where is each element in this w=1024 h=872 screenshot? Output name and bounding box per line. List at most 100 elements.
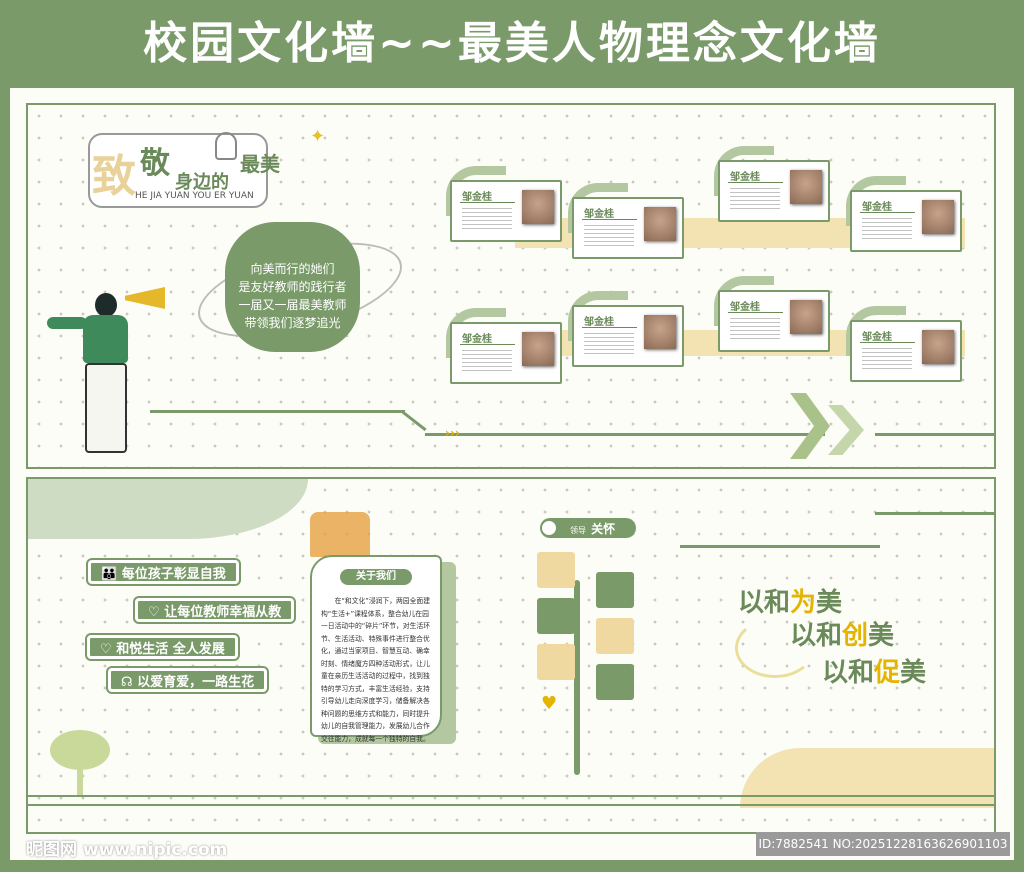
teacher-name: 邹金桂 [462,334,492,345]
card-body: 邹金桂 [450,322,562,384]
about-heading: 关于我们 [340,569,412,585]
card-text [730,188,780,212]
circle-decor [735,618,815,678]
teacher-icon [215,132,237,160]
tree-trunk [77,765,83,795]
heart-hand-icon: ♡ [100,642,112,657]
timeline-line [875,433,995,436]
card-body: 邹金桂 [850,190,962,252]
heart-icon: ♡ [148,605,160,620]
motto-line: 以和创美 [790,615,894,652]
motto-highlight: 创 [842,621,869,651]
card-divider [582,327,637,328]
motto-highlight: 促 [874,658,901,688]
value-tag: ☊ 以爱育爱，一路生花 [108,668,268,692]
people-icon [542,521,556,535]
card-text [730,318,780,342]
header-char-big: 致 [92,151,136,202]
sand-hill [740,748,994,808]
value-tag-label: 让每位教师幸福从教 [164,605,282,620]
slogan-line: 是友好教师的践行者 [238,280,347,294]
teacher-name: 邹金桂 [730,172,760,183]
card-text [584,333,634,357]
value-tag-label: 和悦生活 全人发展 [116,642,225,657]
card-text [462,208,512,232]
card-divider [860,212,915,213]
motto-c: 美 [868,621,895,651]
value-tag-label: 每位孩子彰显自我 [121,567,226,582]
header-best: 最美 [240,152,280,176]
card-divider [582,219,637,220]
mountain-line [680,545,880,548]
photo-slot [596,572,634,608]
timeline-line [425,433,825,436]
teacher-photo [790,170,822,204]
mountain-peak [875,512,995,547]
card-body: 邹金桂 [572,305,684,367]
teacher-name: 邹金桂 [730,302,760,313]
card-divider [460,202,515,203]
watermark-id: ID:7882541 NO:20251228163626901103 [756,832,1010,856]
teacher-photo [922,200,954,234]
card-body: 邹金桂 [718,160,830,222]
value-tag: ♡ 让每位教师幸福从教 [135,598,295,622]
heart-icon: ♥ [541,693,558,714]
headset-icon: ☊ [121,675,133,690]
ground-line [28,795,994,797]
photo-slot [537,644,575,680]
teacher-name: 邹金桂 [584,209,614,220]
timeline-line [150,410,405,413]
leader-big: 关怀 [591,522,616,536]
card-divider [728,312,783,313]
motto-a: 以和 [822,658,875,688]
card-divider [460,344,515,345]
about-card: 关于我们 在“和文化”浸润下，两园全面建构“生活+”课程体系，整合幼儿在园一日活… [310,555,442,743]
teacher-name: 邹金桂 [862,202,892,213]
card-text [584,225,634,249]
header-badge [88,133,268,208]
teacher-photo [790,300,822,334]
motto-c: 美 [900,658,927,688]
card-body: 邹金桂 [572,197,684,259]
plant-stem [574,580,580,775]
photo-slot [596,664,634,700]
slogan-line: 带领我们逐梦追光 [244,316,341,330]
motto-highlight: 为 [790,588,817,618]
slogan-line: 向美而行的她们 [250,262,335,276]
motto-c: 美 [816,588,843,618]
photo-slot [596,618,634,654]
teacher-photo [644,207,676,241]
card-text [862,218,912,242]
teacher-photo [522,332,554,366]
kids-illustration [310,512,370,557]
header-pinyin: HE JIA YUAN YOU ER YUAN [135,191,254,201]
motto-line: 以和为美 [738,582,842,619]
card-body: 邹金桂 [718,290,830,352]
motto-a: 以和 [790,621,843,651]
card-body: 邹金桂 [850,320,962,382]
person-megaphone-illustration [47,285,175,470]
tree-icon [50,730,110,770]
card-text [862,348,912,372]
teacher-photo [922,330,954,364]
teacher-name: 邹金桂 [584,317,614,328]
value-tag: 👪 每位孩子彰显自我 [88,560,239,584]
people-icon: 👪 [101,567,118,582]
sparkle-icon: ✦ [310,126,326,147]
header-char-mid: 敬 [140,146,170,181]
card-text [462,350,512,374]
card-divider [860,342,915,343]
teacher-name: 邹金桂 [862,332,892,343]
card-body: 邹金桂 [450,180,562,242]
teacher-photo [522,190,554,224]
page-title: 校园文化墙~~最美人物理念文化墙 [143,18,881,69]
leader-small: 领导 [570,526,586,535]
leader-care-label: 领导 关怀 [540,518,636,538]
watermark-logo: 昵图网 www.nipic.com [26,840,228,860]
value-tag-label: 以爱育爱，一路生花 [137,675,255,690]
arrows-icon: ››› [445,426,460,440]
photo-slot [537,598,575,634]
card-divider [728,182,783,183]
ground-line [28,804,994,806]
motto-line: 以和促美 [822,652,926,689]
